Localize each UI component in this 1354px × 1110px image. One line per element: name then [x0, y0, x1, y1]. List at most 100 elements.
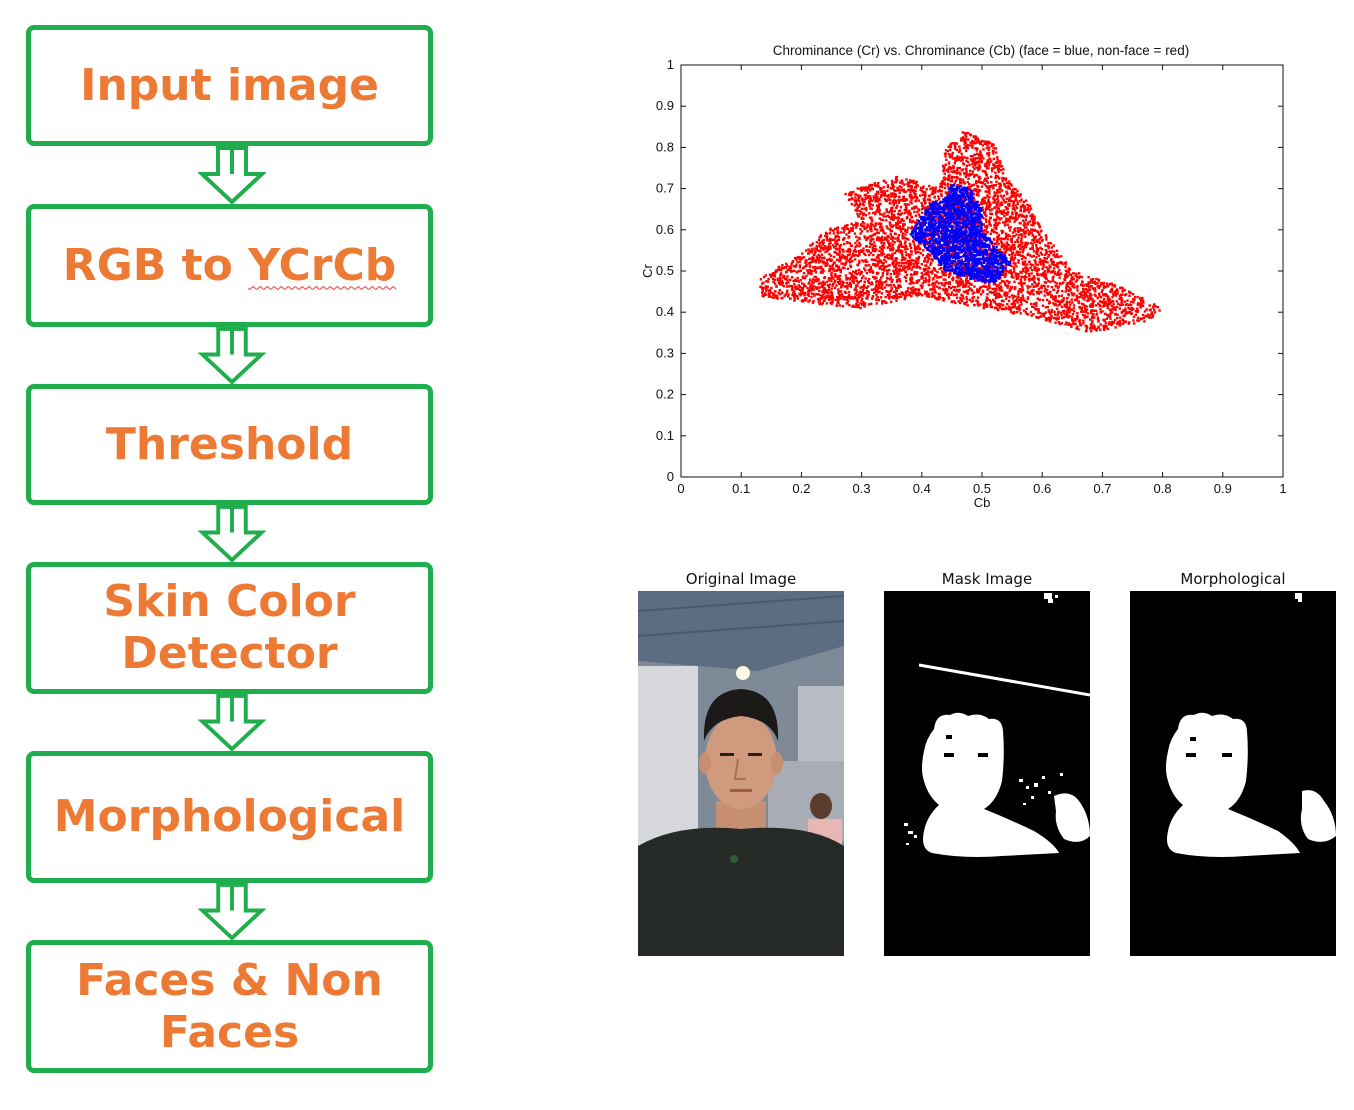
- non-face-point: [812, 285, 816, 288]
- non-face-point: [1104, 293, 1107, 296]
- non-face-point: [889, 247, 892, 251]
- non-face-point: [887, 193, 891, 197]
- non-face-point: [1082, 303, 1085, 306]
- non-face-point: [977, 157, 980, 160]
- non-face-point: [1017, 282, 1021, 285]
- non-face-point: [862, 213, 865, 217]
- non-face-point: [875, 276, 878, 279]
- non-face-point: [863, 200, 866, 203]
- scatter-chart: Chrominance (Cr) vs. Chrominance (Cb) (f…: [640, 43, 1287, 510]
- non-face-point: [811, 285, 814, 288]
- non-face-point: [1089, 295, 1092, 298]
- non-face-point: [973, 266, 976, 269]
- non-face-point: [874, 286, 877, 290]
- non-face-point: [882, 215, 885, 218]
- non-face-point: [855, 221, 858, 225]
- non-face-point: [848, 281, 852, 285]
- non-face-point: [874, 196, 878, 199]
- non-face-point: [1123, 314, 1126, 317]
- non-face-point: [1052, 244, 1055, 247]
- non-face-point: [903, 183, 906, 186]
- non-face-point: [916, 279, 919, 283]
- non-face-point: [854, 226, 858, 229]
- non-face-point: [1003, 247, 1006, 250]
- non-face-point: [1025, 226, 1028, 229]
- non-face-point: [826, 248, 829, 251]
- non-face-point: [945, 168, 949, 172]
- non-face-point: [1012, 203, 1015, 206]
- non-face-point: [1018, 247, 1022, 251]
- non-face-point: [855, 289, 858, 292]
- non-face-point: [781, 283, 784, 287]
- non-face-point: [1008, 229, 1012, 232]
- non-face-point: [944, 155, 947, 158]
- non-face-point: [1069, 288, 1072, 291]
- non-face-point: [818, 298, 821, 302]
- non-face-point: [989, 185, 992, 188]
- non-face-point: [1004, 220, 1007, 223]
- non-face-point: [1029, 241, 1033, 245]
- non-face-point: [957, 280, 960, 284]
- non-face-point: [1023, 226, 1026, 229]
- non-face-point: [900, 264, 903, 268]
- non-face-point: [1053, 255, 1057, 258]
- non-face-point: [996, 241, 999, 244]
- non-face-point: [1064, 272, 1068, 276]
- non-face-point: [896, 226, 899, 229]
- non-face-point: [953, 176, 957, 179]
- non-face-point: [761, 289, 764, 292]
- non-face-point: [1009, 226, 1012, 229]
- non-face-point: [867, 290, 870, 294]
- non-face-point: [933, 283, 936, 287]
- non-face-point: [849, 227, 853, 230]
- non-face-point: [1054, 284, 1057, 288]
- non-face-point: [812, 292, 815, 296]
- x-tick-label: 0.2: [792, 481, 810, 496]
- non-face-point: [997, 243, 1000, 246]
- non-face-point: [917, 213, 921, 216]
- non-face-point: [764, 285, 768, 288]
- non-face-point: [909, 195, 912, 199]
- non-face-point: [1044, 244, 1047, 247]
- y-tick-label: 1: [667, 57, 674, 72]
- non-face-point: [1000, 245, 1003, 249]
- non-face-point: [921, 220, 924, 224]
- non-face-point: [1021, 219, 1025, 222]
- non-face-point: [919, 292, 922, 295]
- non-face-point: [914, 189, 917, 193]
- non-face-point: [875, 297, 878, 300]
- non-face-point: [954, 179, 958, 183]
- non-face-point: [1045, 266, 1048, 269]
- non-face-point: [1095, 313, 1098, 316]
- non-face-point: [1082, 289, 1085, 292]
- non-face-point: [971, 140, 974, 143]
- non-face-point: [1033, 281, 1037, 284]
- non-face-point: [1037, 292, 1041, 295]
- x-tick-label: 0.8: [1154, 481, 1172, 496]
- non-face-point: [1024, 231, 1028, 234]
- non-face-point: [1149, 313, 1152, 316]
- non-face-point: [899, 228, 902, 231]
- non-face-point: [882, 229, 885, 232]
- non-face-point: [1008, 289, 1011, 293]
- non-face-point: [767, 295, 771, 298]
- non-face-point: [1047, 267, 1050, 270]
- non-face-point: [1091, 314, 1095, 317]
- non-face-point: [811, 260, 814, 263]
- non-face-point: [1002, 307, 1006, 311]
- non-face-point: [1053, 270, 1056, 273]
- non-face-point: [986, 231, 989, 234]
- non-face-point: [1112, 321, 1116, 324]
- non-face-point: [1000, 217, 1003, 220]
- non-face-point: [877, 236, 881, 240]
- non-face-point: [850, 203, 854, 206]
- non-face-point: [973, 291, 976, 294]
- non-face-point: [767, 293, 770, 296]
- non-face-point: [884, 236, 887, 240]
- non-face-point: [979, 160, 982, 164]
- non-face-point: [890, 186, 893, 189]
- non-face-point: [902, 219, 905, 223]
- non-face-point: [987, 196, 990, 199]
- non-face-point: [1029, 247, 1032, 250]
